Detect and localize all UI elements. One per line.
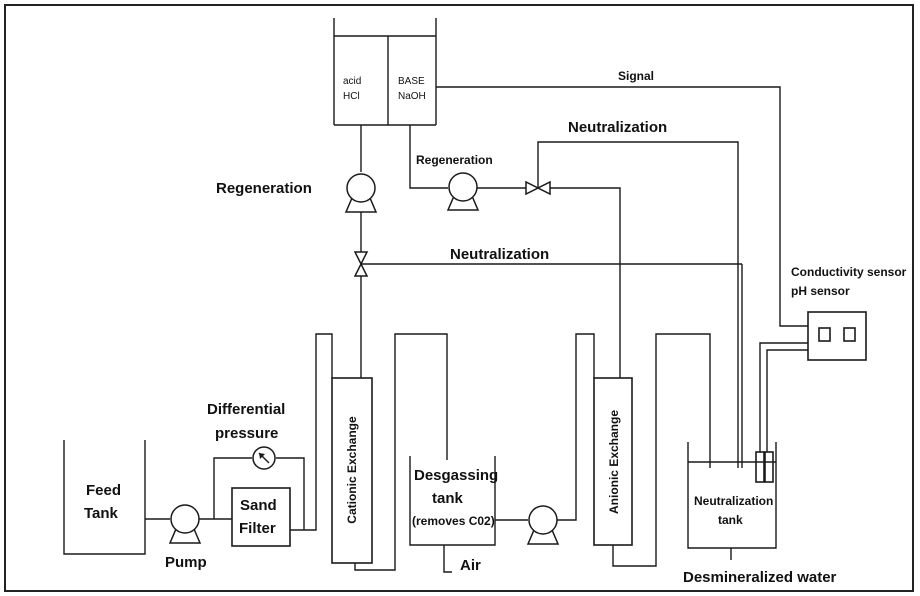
degassing-removes-label: (removes C02): [412, 514, 495, 528]
regeneration-left-label: Regeneration: [216, 180, 312, 197]
cationic-to-degasser-line: [354, 333, 448, 571]
neutralization-top-line: [537, 141, 739, 468]
signal-line: [436, 86, 808, 327]
anionic-exchange-label: Anionic Exchange: [607, 410, 621, 514]
sensor-probes: [755, 451, 774, 483]
acid-pump: [344, 173, 378, 213]
pressure-label: pressure: [215, 425, 278, 442]
degassing-tank-label: tank: [432, 490, 464, 507]
neutralization-tank-label-2: tank: [718, 513, 743, 527]
sensor-box: [807, 311, 867, 361]
ph-sensor-display: [843, 327, 856, 342]
feed-pump: [168, 504, 202, 544]
diagram-frame: [4, 4, 914, 592]
cationic-exchange-label: Cationic Exchange: [345, 416, 359, 524]
sand-label: Sand: [240, 497, 277, 514]
ph-sensor-label: pH sensor: [791, 284, 850, 298]
sand-filter: [231, 487, 291, 547]
regeneration-right-label: Regeneration: [416, 153, 493, 167]
anionic-exchange-column: [593, 377, 633, 546]
acid-label: acid: [343, 76, 361, 87]
acid-base-tank: [333, 18, 437, 126]
naoh-label: NaOH: [398, 91, 426, 102]
degassing-label: Desgassing: [414, 467, 498, 484]
differential-tap-right: [276, 457, 305, 530]
degasser-pump: [526, 505, 560, 545]
feed-label: Feed: [86, 482, 121, 499]
base-pump: [446, 172, 480, 211]
filter-to-cationic-line: [290, 333, 333, 531]
neutralization-mid-label: Neutralization: [450, 246, 549, 263]
sensor-wire-2: [766, 349, 808, 470]
air-label: Air: [460, 557, 481, 574]
conductivity-sensor-label: Conductivity sensor: [791, 265, 907, 279]
acid-valve: [353, 251, 369, 277]
tank-label: Tank: [84, 505, 119, 522]
signal-label: Signal: [618, 69, 654, 83]
sensor-wire-1: [759, 342, 808, 470]
cationic-exchange-column: [331, 377, 373, 564]
degassing-tank-walls: [409, 456, 496, 546]
anionic-to-neutralization-line: [612, 333, 711, 567]
conductivity-sensor-display: [818, 327, 831, 342]
base-valve-line-out: [550, 187, 621, 378]
base-regen-line: [409, 125, 448, 189]
pump-to-anionic-line: [557, 333, 595, 521]
desmineralized-water-label: Desmineralized water: [683, 569, 837, 586]
base-label: BASE: [398, 76, 425, 87]
pump-label: Pump: [165, 554, 207, 571]
feed-tank: [63, 440, 146, 555]
neutralization-top-label: Neutralization: [568, 119, 667, 136]
differential-label: Differential: [207, 401, 285, 418]
differential-tap-left: [213, 457, 252, 519]
air-line: [443, 545, 452, 573]
pressure-gauge-icon: [252, 446, 276, 470]
filter-label: Filter: [239, 520, 276, 537]
neutralization-tank-label: Neutralization: [694, 494, 773, 508]
hcl-label: HCl: [343, 91, 360, 102]
neutralization-tank: [687, 442, 777, 549]
